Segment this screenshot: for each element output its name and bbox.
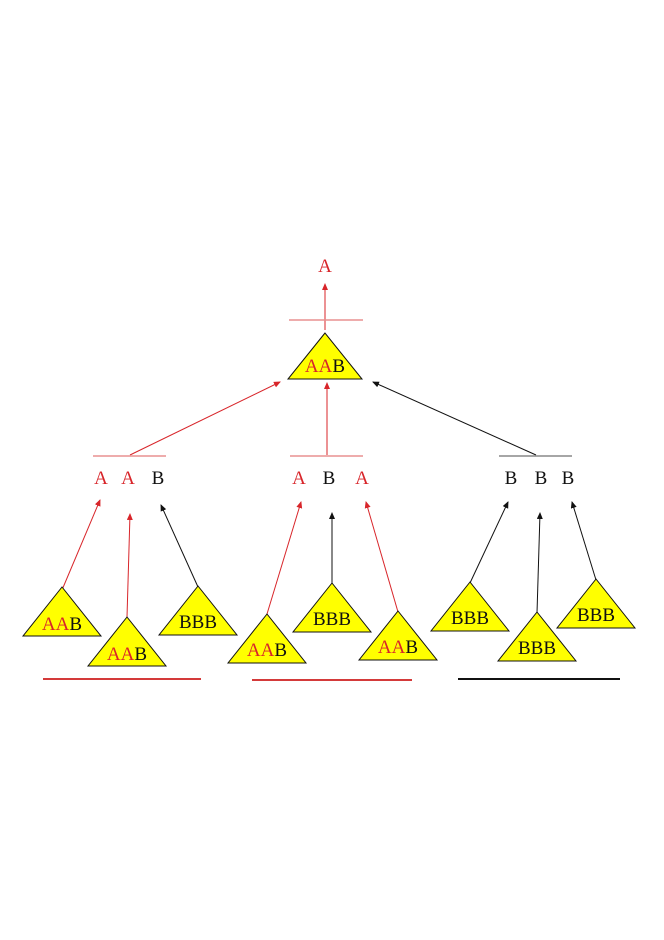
leaf-2-1-arrow [266, 501, 303, 615]
leaf-triangle-label-part: AA [42, 614, 70, 635]
leaf-2-3-arrow [364, 501, 399, 613]
group-2-letter-1: A [292, 468, 306, 489]
leaf-triangle-label: BBB [451, 608, 489, 629]
leaf-1-2-arrow [126, 513, 133, 618]
leaf-triangle-label: AAB [378, 637, 418, 658]
group-3-letter-2: B [535, 468, 548, 489]
leaf-triangle-label-part: BBB [518, 638, 556, 659]
group-1-letter-2: A [121, 468, 135, 489]
leaf-1-3-arrow [160, 504, 199, 588]
leaf-triangle [157, 585, 239, 636]
root-triangle-label: AAB [305, 356, 345, 377]
leaf-triangle-label-part: AA [107, 644, 135, 665]
leaf-triangle-label-part: AA [378, 637, 406, 658]
leaf-triangle [357, 610, 439, 661]
group-1-letter-1: A [94, 468, 108, 489]
leaf-triangle-label-part: B [274, 640, 287, 661]
leaf-1-1-arrow [61, 499, 101, 591]
leaf-triangle [226, 613, 308, 664]
group-2-letter-2: B [323, 468, 336, 489]
leaf-triangle-label-part: BBB [179, 612, 217, 633]
root-triangle-label-part: AA [305, 356, 333, 377]
leaf-triangle-label-part: BBB [577, 605, 615, 626]
leaf-triangle [555, 578, 637, 629]
leaf-triangle-label: BBB [313, 609, 351, 630]
leaf-3-1-arrow [469, 501, 509, 584]
root-triangle-label-part: B [332, 356, 345, 377]
leaf-triangle-label-part: BBB [313, 609, 351, 630]
leaf-triangle-label-part: B [69, 614, 82, 635]
leaf-triangle-label-part: B [134, 644, 147, 665]
group-3-letter-1: B [505, 468, 518, 489]
group-2-letter-3: A [355, 468, 369, 489]
leaf-triangle [21, 586, 103, 637]
leaf-triangle-label-part: AA [247, 640, 275, 661]
group-3-to-root-arrow [372, 381, 537, 456]
leaf-triangle [429, 581, 511, 632]
leaf-triangle-label: BBB [518, 638, 556, 659]
leaf-3-2-arrow [536, 512, 543, 614]
group-1-to-root-arrow [129, 381, 281, 456]
leaf-triangle [496, 611, 578, 662]
leaf-triangle-label: AAB [107, 644, 147, 665]
leaf-triangle-label: BBB [179, 612, 217, 633]
leaf-triangle-label: AAB [42, 614, 82, 635]
leaf-triangle-label-part: B [405, 637, 418, 658]
leaf-3-3-arrow [570, 501, 597, 581]
root-triangle [286, 332, 364, 380]
leaf-triangle [86, 616, 168, 667]
leaf-triangle-label: AAB [247, 640, 287, 661]
leaf-triangle-label: BBB [577, 605, 615, 626]
group-3-letter-3: B [562, 468, 575, 489]
leaf-triangle [291, 582, 373, 633]
root-output-label: A [318, 256, 332, 277]
group-1-letter-3: B [152, 468, 165, 489]
leaf-triangle-label-part: BBB [451, 608, 489, 629]
